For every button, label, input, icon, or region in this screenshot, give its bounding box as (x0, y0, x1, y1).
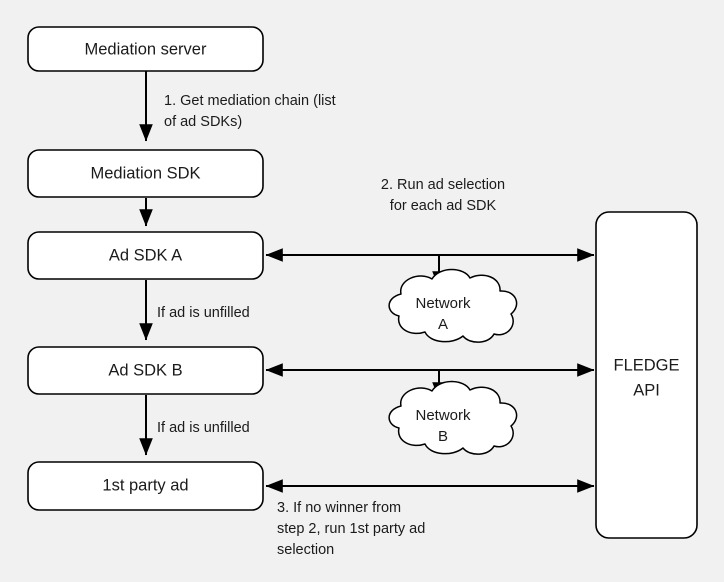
node-ad-sdk-b[interactable] (27, 346, 264, 395)
node-ad-sdk-a-label: Ad SDK A (109, 246, 182, 264)
edge-label-unfilled-a: If ad is unfilled (157, 305, 250, 321)
node-ad-sdk-b-label: Ad SDK B (108, 361, 182, 379)
node-network-b-label-line2: B (438, 428, 448, 445)
node-first-party-ad-label: 1st party ad (102, 476, 188, 494)
node-network-b[interactable]: Network B (388, 380, 518, 455)
node-network-a[interactable]: Network A (388, 268, 518, 343)
edge-label-step3-line2: step 2, run 1st party ad (277, 521, 425, 537)
node-mediation-server-label: Mediation server (85, 40, 207, 58)
node-mediation-server[interactable] (27, 26, 264, 72)
node-mediation-sdk-label: Mediation SDK (90, 164, 200, 182)
node-fledge-api[interactable] (595, 211, 698, 539)
edge-label-unfilled-b: If ad is unfilled (157, 420, 250, 436)
node-network-a-label-line1: Network (415, 295, 471, 312)
node-fledge-api-label-line1: FLEDGE (613, 356, 679, 374)
node-mediation-sdk[interactable] (27, 149, 264, 198)
node-fledge-api-label-line2: API (633, 381, 660, 399)
edge-label-step1-line2: of ad SDKs) (164, 114, 242, 130)
node-first-party-ad[interactable] (27, 461, 264, 511)
node-network-b-label-line1: Network (415, 407, 471, 424)
edge-label-step2-line1: 2. Run ad selection (381, 177, 505, 193)
edge-label-step3-line3: selection (277, 542, 334, 558)
node-network-a-label-line2: A (438, 316, 448, 333)
node-ad-sdk-a[interactable] (27, 231, 264, 280)
edge-label-step2-line2: for each ad SDK (390, 198, 497, 214)
edge-label-step1-line1: 1. Get mediation chain (list (164, 93, 336, 109)
edge-label-step3-line1: 3. If no winner from (277, 500, 401, 516)
